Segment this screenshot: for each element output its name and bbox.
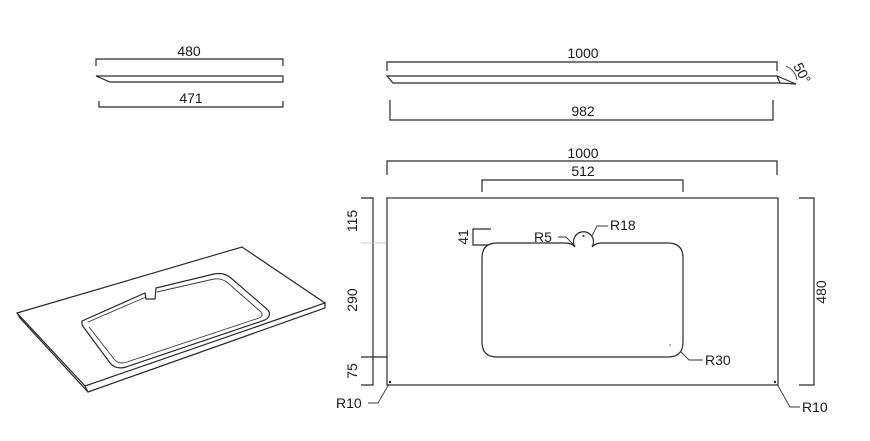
dim-line-1000-plan	[386, 160, 778, 175]
plan-view: 1000 512 115 290 75 480 41 R5 R18 R30	[336, 145, 829, 415]
dim-line-41	[472, 228, 491, 246]
angle-wedge	[776, 75, 797, 85]
dim-label-41: 41	[455, 229, 471, 245]
dim-line-471	[98, 101, 284, 108]
leader-r10-right	[776, 383, 800, 408]
dim-label-1000-top: 1000	[567, 45, 598, 61]
dim-label-480: 480	[177, 43, 201, 59]
leader-r5	[558, 236, 576, 247]
corner-mark-right	[773, 380, 777, 384]
dim-line-512	[481, 179, 684, 192]
profile-slab-left	[95, 75, 284, 83]
angle-label: 50°	[790, 60, 814, 86]
iso-slab-corner	[84, 385, 89, 393]
label-r10-right: R10	[802, 399, 828, 415]
iso-basin-inner	[87, 278, 263, 364]
dim-label-115: 115	[344, 210, 360, 233]
dim-label-290: 290	[344, 288, 360, 312]
dim-line-1000-top	[386, 61, 778, 71]
dim-label-512: 512	[571, 163, 595, 179]
leader-r18	[591, 225, 608, 237]
leader-r10-left	[368, 383, 390, 404]
dim-label-982: 982	[571, 103, 595, 119]
dim-line-982	[389, 100, 774, 121]
dim-label-471: 471	[179, 90, 203, 106]
isometric-sink-view	[15, 246, 327, 393]
profile-slab-right	[385, 75, 781, 84]
dim-line-480	[95, 58, 284, 66]
label-r5: R5	[534, 229, 552, 245]
dim-line-left-frame	[361, 197, 374, 386]
dim-label-1000-plan: 1000	[567, 145, 598, 161]
side-profile-right: 1000 50° 982	[385, 45, 814, 121]
dim-line-480-plan	[799, 197, 815, 386]
angle-arc	[785, 65, 798, 81]
leader-r30	[680, 351, 703, 361]
basin-corner-center	[669, 344, 671, 346]
dim-label-480-plan: 480	[813, 280, 829, 304]
plan-basin-outline	[481, 231, 684, 358]
corner-mark-left	[388, 380, 392, 384]
notch-center	[582, 235, 585, 237]
label-r30: R30	[705, 352, 731, 368]
dim-label-75: 75	[344, 363, 360, 379]
label-r10-left: R10	[336, 395, 362, 411]
iso-basin-outer	[81, 272, 271, 369]
plan-slab-outline	[386, 197, 779, 386]
label-r18: R18	[610, 217, 636, 233]
side-profile-left: 480 471	[95, 43, 284, 108]
